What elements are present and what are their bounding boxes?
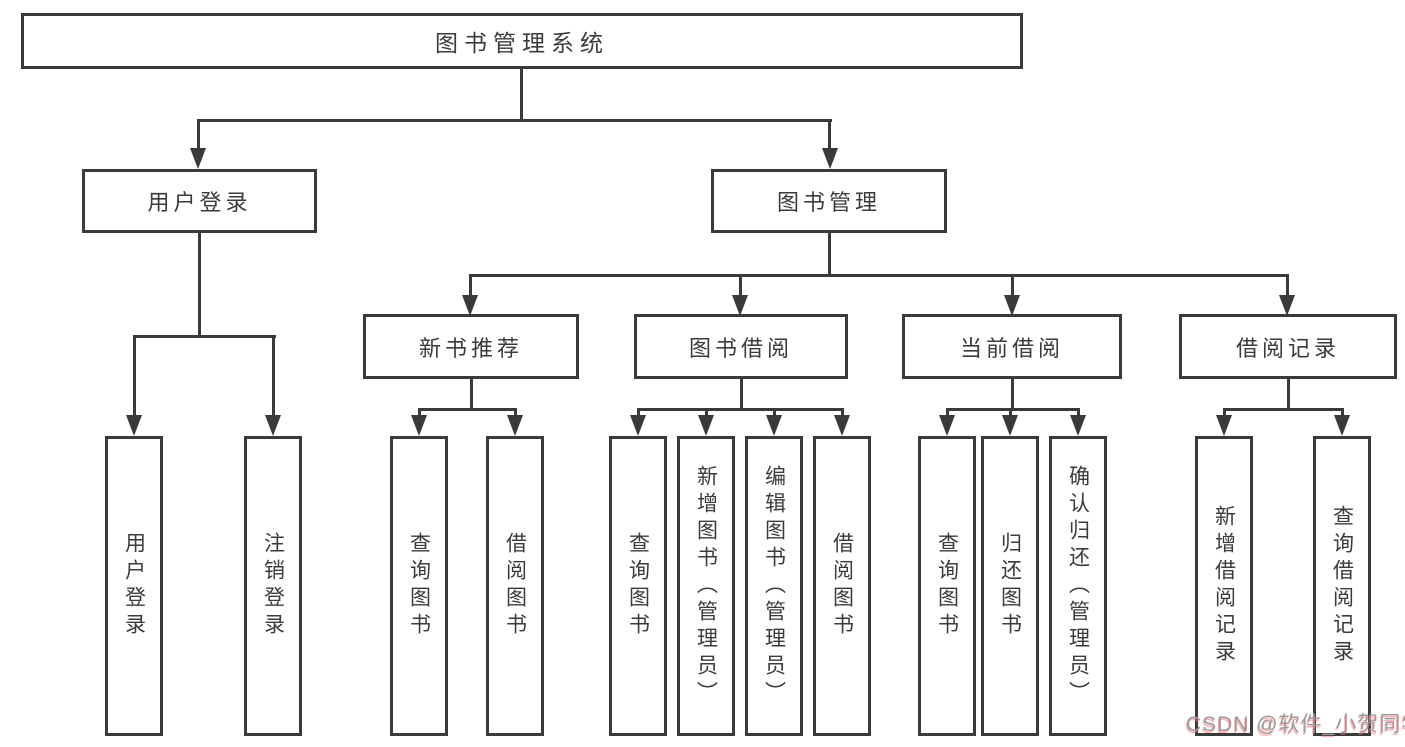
arrow-head <box>822 148 838 169</box>
connector-new-book-branch <box>418 408 517 411</box>
leaf-query-book-recommend: 查询图书 <box>390 436 448 736</box>
connector-stem-user-login <box>197 119 200 152</box>
arrow-head <box>1216 415 1232 436</box>
leaf-add-book-admin: 新增图书（管理员） <box>677 436 735 736</box>
connector-borrow-record-branch <box>1223 408 1344 411</box>
leaf-return-book: 归还图书 <box>981 436 1039 736</box>
arrow-head <box>265 415 281 436</box>
node-book-management: 图书管理 <box>711 169 947 233</box>
connector-stem-leaf <box>1341 408 1344 420</box>
connector-stem-leaf <box>1009 408 1012 420</box>
connector-level2-branch <box>197 119 832 122</box>
arrow-head <box>939 415 955 436</box>
node-book-borrow: 图书借阅 <box>634 314 848 379</box>
leaf-logout: 注销登录 <box>244 436 302 736</box>
leaf-query-book: 查询图书 <box>609 436 667 736</box>
connector-stem-leaf <box>637 408 640 420</box>
arrow-head <box>190 148 206 169</box>
connector-stem-logout-leaf <box>272 335 275 420</box>
leaf-add-borrow-record: 新增借阅记录 <box>1195 436 1253 736</box>
connector-stem-leaf <box>418 408 421 420</box>
connector-stem-leaf <box>514 408 517 420</box>
connector-root-stem <box>520 69 523 121</box>
arrow-head <box>126 415 142 436</box>
connector-stem-leaf <box>1077 408 1080 420</box>
arrow-head <box>834 415 850 436</box>
arrow-head <box>1070 415 1086 436</box>
connector-new-book-stem <box>470 379 473 411</box>
leaf-confirm-return-admin: 确认归还（管理员） <box>1049 436 1107 736</box>
leaf-borrow-book: 借阅图书 <box>813 436 871 736</box>
connector-level3-branch <box>469 274 1289 277</box>
connector-stem-leaf <box>1223 408 1226 420</box>
arrow-head <box>411 415 427 436</box>
arrow-head <box>766 415 782 436</box>
leaf-edit-book-admin: 编辑图书（管理员） <box>745 436 803 736</box>
arrow-head <box>1002 415 1018 436</box>
connector-book-management-stem <box>828 233 831 277</box>
connector-stem-leaf <box>946 408 949 420</box>
arrow-head <box>698 415 714 436</box>
node-borrow-record: 借阅记录 <box>1179 314 1397 379</box>
connector-user-login-stem <box>198 233 201 337</box>
node-current-borrow: 当前借阅 <box>902 314 1122 379</box>
connector-stem-book-borrow <box>739 274 742 299</box>
connector-book-borrow-branch <box>637 408 844 411</box>
connector-stem-borrow-record <box>1286 274 1289 299</box>
node-user-login: 用户登录 <box>82 169 317 233</box>
node-new-book-recommend: 新书推荐 <box>363 314 579 379</box>
arrow-head <box>630 415 646 436</box>
arrow-head <box>507 415 523 436</box>
arrow-head <box>732 295 748 316</box>
arrow-head <box>1279 295 1295 316</box>
connector-current-borrow-stem <box>1011 379 1014 411</box>
connector-stem-book-management <box>828 119 831 152</box>
connector-stem-current-borrow <box>1011 274 1014 299</box>
leaf-query-current-borrow: 查询图书 <box>918 436 976 736</box>
connector-user-login-branch <box>133 335 276 338</box>
arrow-head <box>462 295 478 316</box>
connector-stem-leaf <box>705 408 708 420</box>
connector-current-borrow-branch <box>946 408 1079 411</box>
leaf-borrow-book-recommend: 借阅图书 <box>486 436 544 736</box>
leaf-query-borrow-record: 查询借阅记录 <box>1313 436 1371 736</box>
connector-stem-leaf <box>841 408 844 420</box>
arrow-head <box>1004 295 1020 316</box>
connector-borrow-record-stem <box>1287 379 1290 411</box>
connector-book-borrow-stem <box>740 379 743 411</box>
node-library-management-system: 图书管理系统 <box>21 13 1023 69</box>
connector-stem-login-leaf <box>133 335 136 420</box>
leaf-user-login: 用户登录 <box>105 436 163 736</box>
connector-stem-leaf <box>773 408 776 420</box>
arrow-head <box>1334 415 1350 436</box>
connector-stem-new-book <box>469 274 472 299</box>
csdn-watermark: CSDN @软件_小贺同学 <box>1186 713 1405 736</box>
